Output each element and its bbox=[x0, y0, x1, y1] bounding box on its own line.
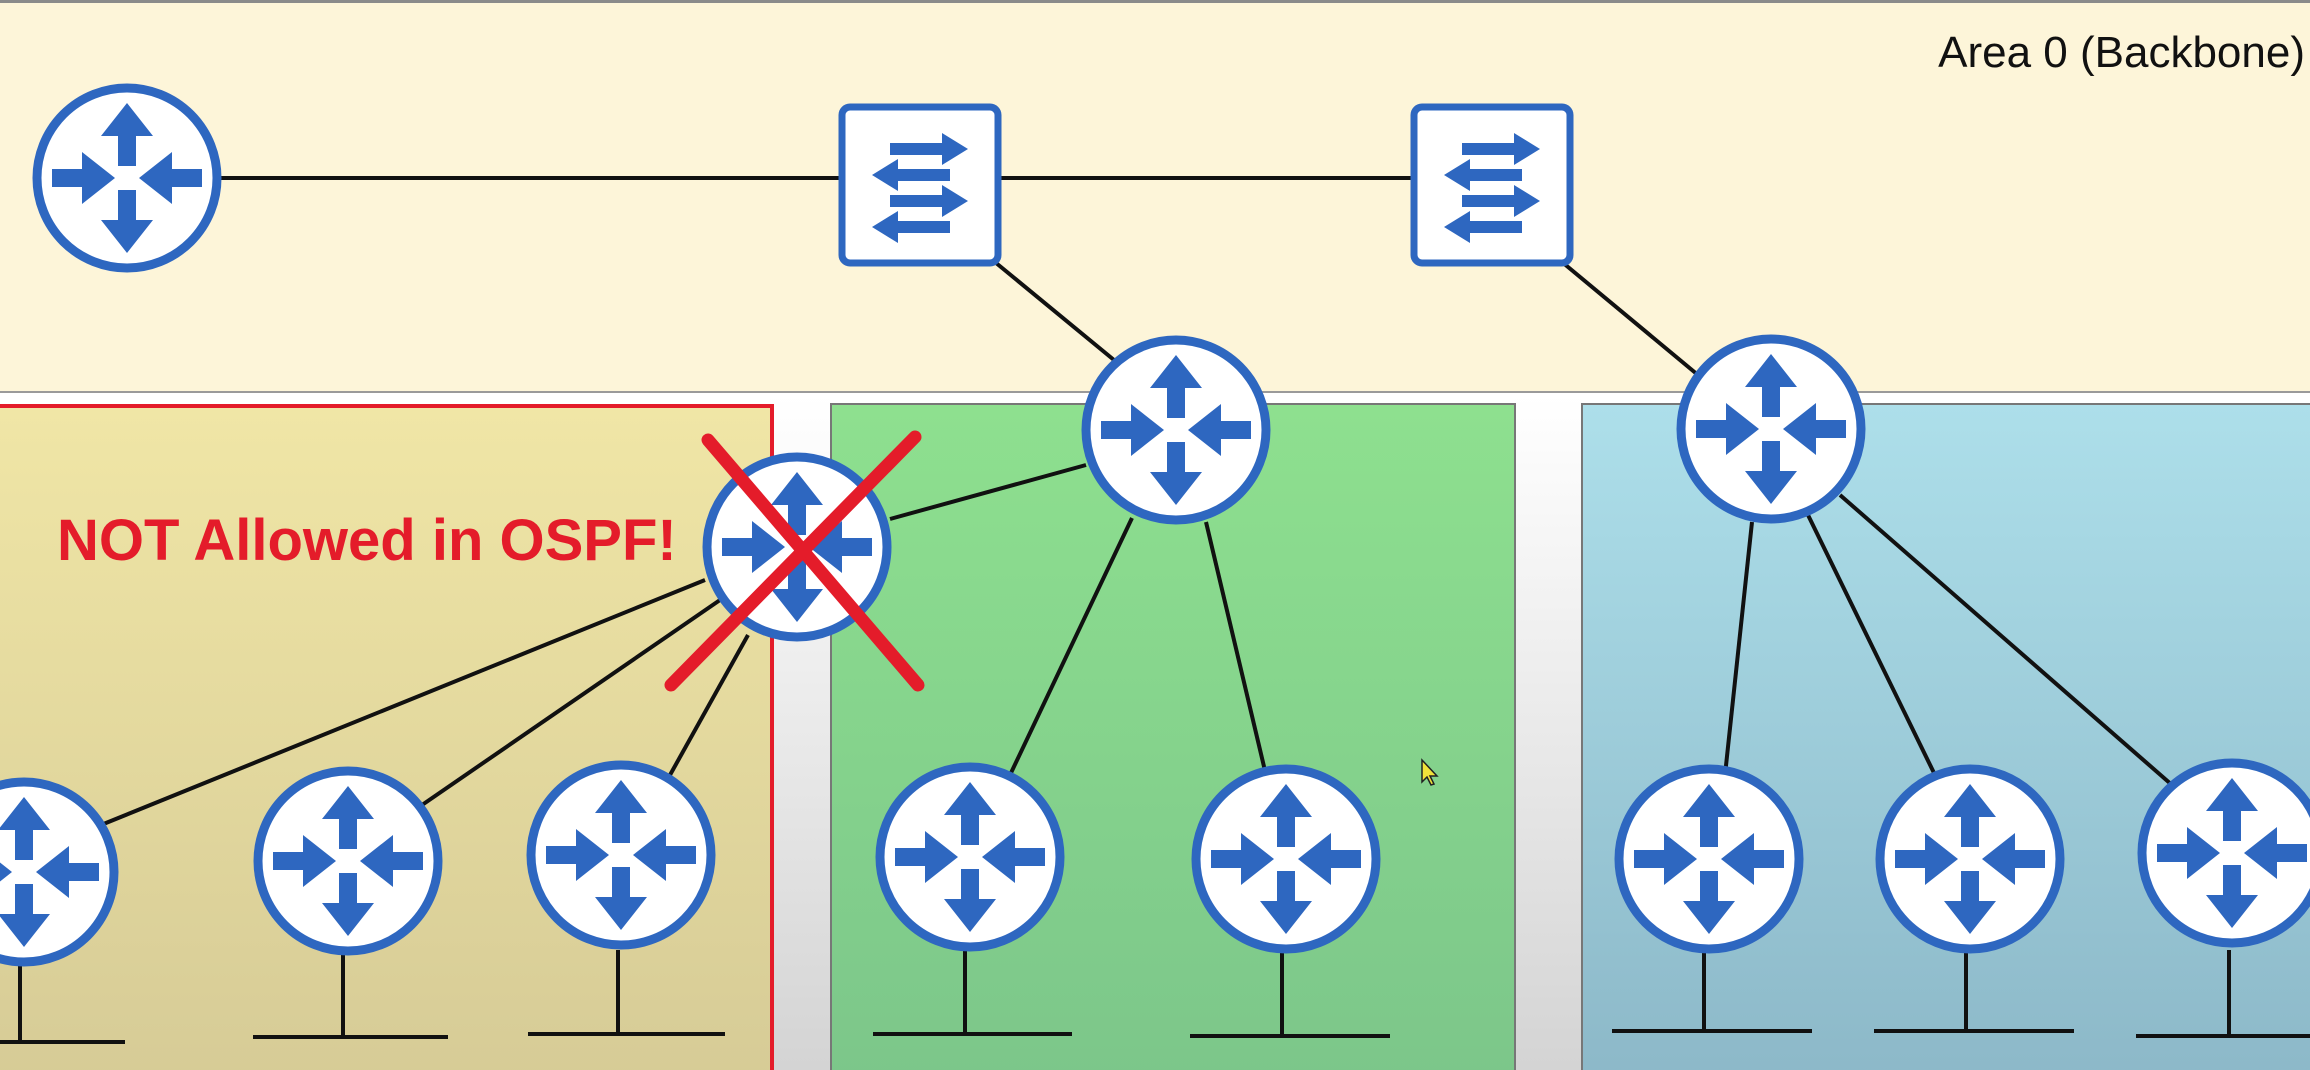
mouse-cursor-icon bbox=[1421, 758, 1439, 786]
links bbox=[0, 176, 2310, 1044]
router-right-2[interactable] bbox=[1880, 769, 2060, 949]
router-left-3[interactable] bbox=[531, 765, 711, 945]
area-gap bbox=[1514, 395, 1582, 1070]
router-left-2[interactable] bbox=[258, 771, 438, 951]
router-abr-middle[interactable] bbox=[1086, 340, 1266, 520]
router-right-1[interactable] bbox=[1619, 769, 1799, 949]
backbone-label: Area 0 (Backbone) bbox=[1938, 28, 2305, 77]
router-backbone-left[interactable] bbox=[37, 88, 217, 268]
router-right-3[interactable] bbox=[2142, 763, 2310, 943]
backbone-area bbox=[0, 0, 2310, 392]
switch-backbone-2[interactable] bbox=[1414, 107, 1570, 263]
router-middle-2[interactable] bbox=[1196, 769, 1376, 949]
router-middle-1[interactable] bbox=[880, 767, 1060, 947]
switch-backbone-1[interactable] bbox=[842, 107, 998, 263]
router-abr-right[interactable] bbox=[1681, 339, 1861, 519]
red-x-icon bbox=[664, 430, 925, 692]
warning-text: NOT Allowed in OSPF! bbox=[57, 508, 677, 573]
area-right bbox=[1581, 403, 2310, 1070]
area-left bbox=[0, 404, 774, 1070]
